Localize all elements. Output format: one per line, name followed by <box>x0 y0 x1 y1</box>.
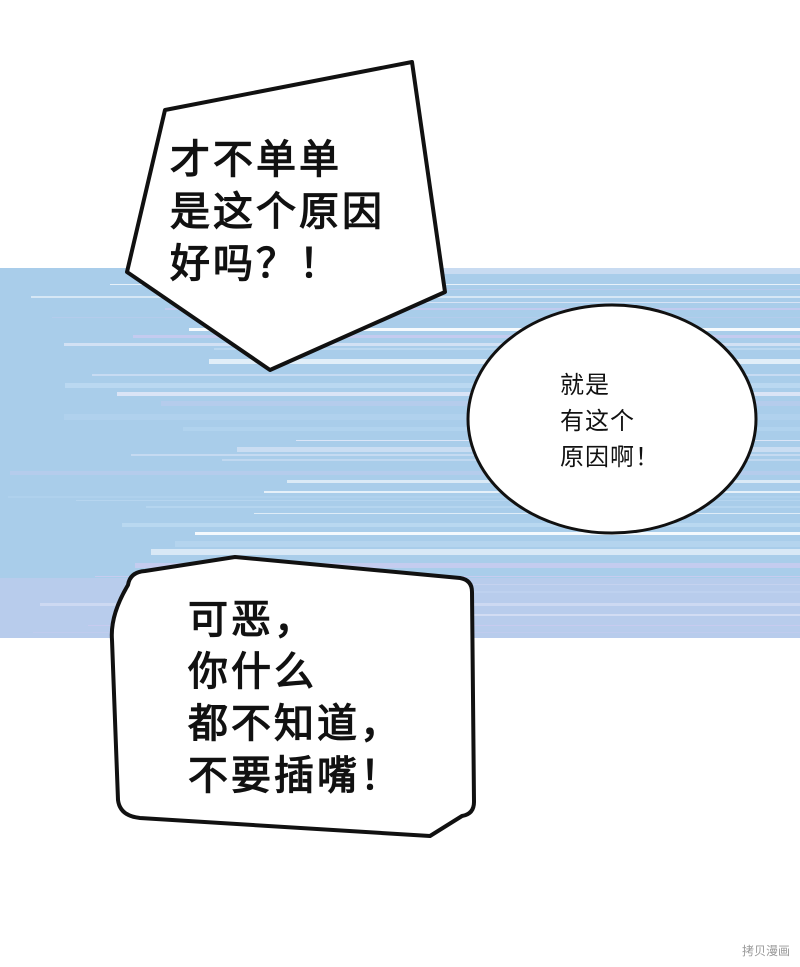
speed-line <box>52 317 800 318</box>
speed-line <box>64 343 800 346</box>
speed-line <box>195 532 800 535</box>
speed-line <box>275 268 800 274</box>
speed-line <box>110 284 800 285</box>
speed-line <box>131 454 800 456</box>
speed-line <box>165 308 800 310</box>
speech-bubble-1 <box>125 60 447 372</box>
speech-bubble-3 <box>109 555 476 838</box>
speed-line <box>262 302 800 303</box>
speed-line <box>65 383 800 388</box>
watermark-text: 拷贝漫画 <box>741 944 790 958</box>
speech-bubble-3-text: 可恶， 你什么 都不知道， 不要插嘴！ <box>188 597 403 799</box>
speed-line <box>254 513 800 514</box>
speed-line <box>76 500 800 501</box>
speed-line <box>64 414 800 420</box>
speed-line <box>280 289 800 290</box>
speed-line <box>175 541 800 547</box>
speed-line <box>10 471 800 475</box>
speed-line <box>257 614 800 616</box>
speed-line <box>135 563 800 568</box>
speed-line <box>146 506 800 508</box>
speed-line <box>92 374 800 376</box>
speed-line <box>188 584 800 585</box>
speed-line <box>151 549 800 555</box>
speech-bubble-2 <box>466 303 758 535</box>
speed-line <box>8 496 800 498</box>
speed-line <box>122 523 800 527</box>
speech-bubble-2-text: 就是 有这个 原因啊！ <box>560 371 660 471</box>
speed-line <box>117 392 800 396</box>
speed-line <box>189 328 800 331</box>
speech-bubble-1-text: 才不单单 是这个原因 好吗？！ <box>170 137 385 287</box>
speed-line <box>133 335 800 338</box>
speed-line <box>291 591 800 593</box>
